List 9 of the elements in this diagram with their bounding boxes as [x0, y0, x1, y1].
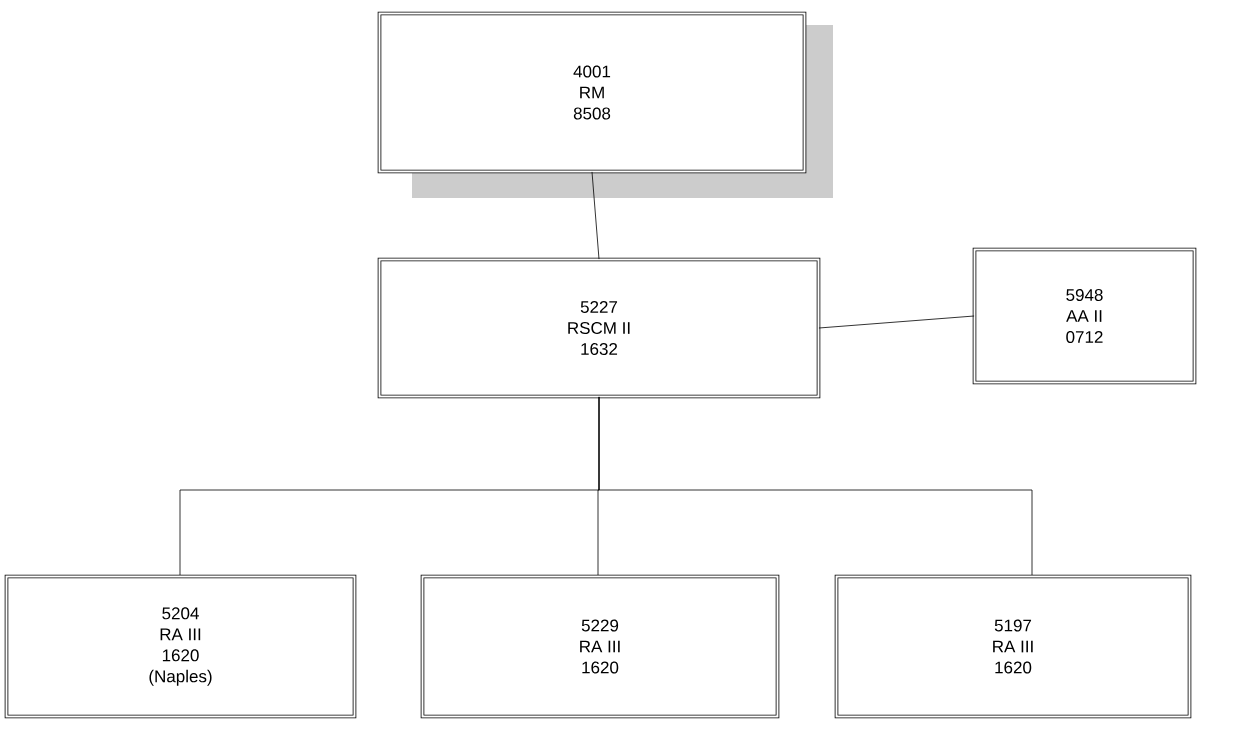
connector-line — [598, 396, 1033, 576]
org-box: 5204 RA III 1620 (Naples) — [4, 574, 357, 719]
connector-line — [818, 315, 975, 329]
org-box: 5948 AA II 0712 — [972, 247, 1197, 385]
org-box: 4001 RM 8508 — [377, 11, 807, 174]
org-box: 5229 RA III 1620 — [420, 574, 780, 719]
org-box: 5197 RA III 1620 — [834, 574, 1192, 719]
org-box: 5227 RSCM II 1632 — [377, 257, 821, 399]
connector-line — [591, 171, 600, 260]
